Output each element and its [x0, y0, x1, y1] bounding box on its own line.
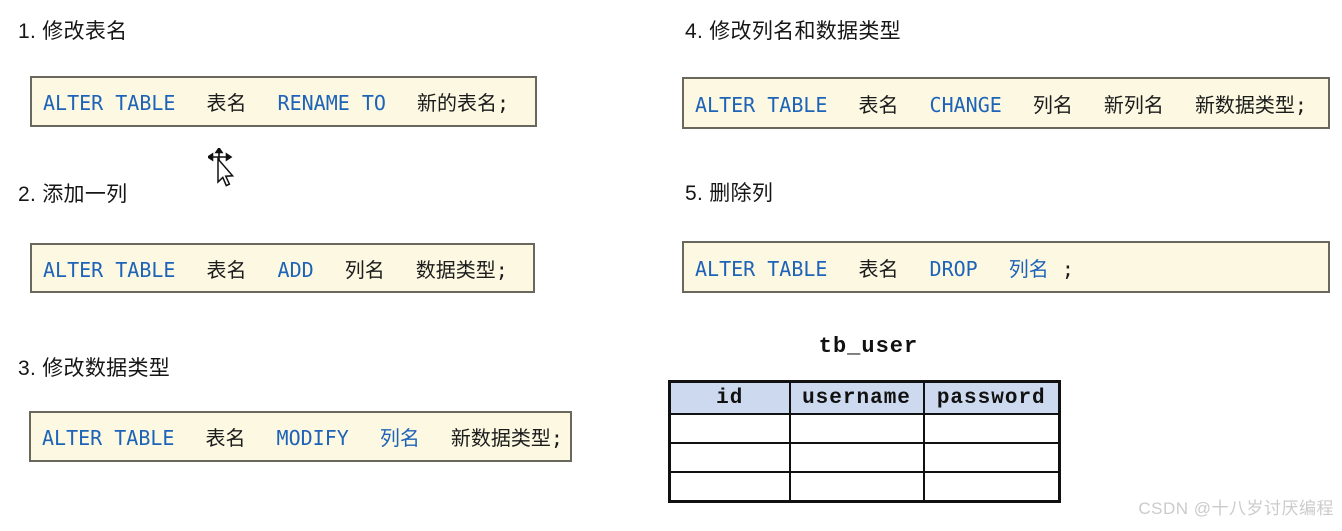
sql-operand: 新数据类型;: [1194, 92, 1307, 117]
sql-keyword: ALTER TABLE: [43, 91, 176, 115]
sql-operand: 表名: [206, 91, 247, 115]
table-cell: [668, 413, 791, 444]
column-header-password: password: [922, 380, 1061, 415]
code-box-rename-table: ALTER TABLE 表名 RENAME TO 新的表名;: [30, 76, 537, 127]
sql-statement-modify: ALTER TABLE 表名 MODIFY 列名 新数据类型;: [42, 422, 563, 451]
code-box-drop-column: ALTER TABLE 表名 DROP 列名 ;: [682, 241, 1330, 293]
sql-semicolon: ;: [1061, 256, 1074, 281]
sql-operand: 数据类型;: [415, 257, 508, 282]
cursor-svg: [206, 146, 235, 187]
code-box-change-column: ALTER TABLE 表名 CHANGE 列名 新列名 新数据类型;: [682, 77, 1330, 129]
table-row: [668, 471, 1061, 503]
table-cell: [922, 442, 1061, 473]
sql-operand: 列名: [344, 257, 385, 282]
sql-keyword: 列名: [379, 426, 420, 450]
tb-user-table: id username password: [668, 380, 1061, 503]
sql-keyword: ALTER TABLE: [695, 256, 828, 281]
sql-keyword: MODIFY: [276, 426, 349, 450]
table-cell: [922, 471, 1061, 503]
sql-keyword: RENAME TO: [277, 91, 386, 115]
sql-keyword: ALTER TABLE: [695, 92, 828, 117]
sql-operand: 表名: [858, 92, 899, 117]
table-header-row: id username password: [668, 380, 1061, 415]
move-pointer-icon: [206, 146, 238, 190]
sql-keyword: ALTER TABLE: [43, 257, 176, 282]
code-box-add-column: ALTER TABLE 表名 ADD 列名 数据类型;: [30, 243, 535, 293]
table-cell: [788, 442, 925, 473]
sql-keyword: 列名: [1008, 256, 1049, 281]
sql-keyword: ALTER TABLE: [42, 426, 175, 450]
sql-statement-rename: ALTER TABLE 表名 RENAME TO 新的表名;: [43, 87, 509, 116]
table-title: tb_user: [818, 334, 919, 359]
table-row: [668, 413, 1061, 444]
sql-operand: 新的表名;: [416, 91, 510, 115]
sql-operand: 新数据类型;: [450, 426, 563, 450]
section-2-heading: 2. 添加一列: [18, 183, 128, 206]
column-header-id: id: [668, 380, 791, 415]
table-row: [668, 442, 1061, 473]
sql-operand: 表名: [858, 256, 899, 281]
sql-operand: 新列名: [1103, 92, 1164, 117]
section-1-heading: 1. 修改表名: [18, 20, 128, 43]
table-cell: [922, 413, 1061, 444]
csdn-watermark: CSDN @十八岁讨厌编程: [1138, 499, 1334, 518]
table-cell: [668, 442, 791, 473]
table-cell: [668, 471, 791, 503]
section-3-heading: 3. 修改数据类型: [18, 357, 171, 380]
sql-operand: 表名: [205, 426, 246, 450]
column-header-username: username: [788, 380, 925, 415]
code-box-modify-datatype: ALTER TABLE 表名 MODIFY 列名 新数据类型;: [29, 411, 572, 462]
sql-statement-add: ALTER TABLE 表名 ADD 列名 数据类型;: [43, 254, 508, 283]
section-5-heading: 5. 删除列: [685, 182, 774, 205]
sql-statement-drop: ALTER TABLE 表名 DROP 列名 ;: [695, 253, 1074, 282]
sql-keyword: DROP: [929, 256, 978, 281]
sql-statement-change: ALTER TABLE 表名 CHANGE 列名 新列名 新数据类型;: [695, 89, 1307, 118]
sql-operand: 表名: [206, 257, 247, 282]
sql-keyword: ADD: [277, 257, 314, 282]
sql-keyword: CHANGE: [929, 92, 1002, 117]
sql-operand: 列名: [1032, 92, 1073, 117]
section-4-heading: 4. 修改列名和数据类型: [685, 20, 901, 43]
table-cell: [788, 413, 925, 444]
table-cell: [788, 471, 925, 503]
